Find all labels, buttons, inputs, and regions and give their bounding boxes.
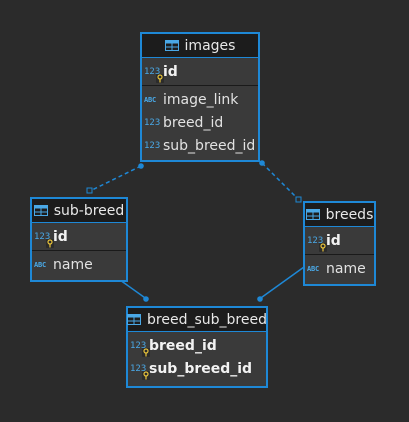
numeric-type-icon: 123 (130, 341, 150, 357)
column-name: sub_breed_id (149, 360, 253, 377)
column-name: id (53, 228, 68, 245)
column-name: id (163, 63, 178, 80)
link-images-breeds-end (295, 196, 302, 203)
link-images-breeds[interactable] (261, 162, 300, 201)
numeric-type-icon: 123 (144, 140, 161, 151)
numeric-type-icon: 123 (307, 236, 327, 252)
column-row[interactable]: 123 sub_breed_id (142, 134, 258, 157)
table-icon (305, 209, 320, 220)
column-name: sub_breed_id (163, 137, 256, 154)
numeric-type-icon: 123 (144, 67, 164, 83)
key-icon (46, 238, 54, 248)
table-icon (127, 314, 142, 325)
column-name: breed_id (163, 114, 224, 131)
key-columns: 123 id (32, 223, 126, 250)
table-icon (164, 40, 179, 51)
entity-sub-breed[interactable]: sub-breed 123 id ABC name (30, 197, 128, 282)
link-breeds-breed-sub-breed-end (257, 296, 263, 302)
entity-header[interactable]: breed_sub_breed (127, 308, 267, 332)
column-row[interactable]: 123 id (32, 225, 126, 248)
link-images-breeds-start (259, 160, 265, 166)
key-icon (156, 73, 164, 83)
numeric-type-icon: 123 (34, 232, 54, 248)
key-columns: 123 id (305, 227, 374, 254)
column-name: breed_id (149, 337, 217, 354)
column-row[interactable]: 123 sub_breed_id (128, 357, 266, 380)
attribute-columns: ABC image_link 123 breed_id 123 sub_bree… (142, 85, 258, 159)
column-row[interactable]: 123 breed_id (128, 334, 266, 357)
link-breeds-breed-sub-breed[interactable] (257, 266, 305, 301)
numeric-type-icon: 123 (144, 117, 161, 128)
key-columns: 123 id (142, 58, 258, 85)
entity-title: breed_sub_breed (147, 311, 267, 328)
entity-title: sub-breed (53, 202, 125, 219)
entity-title: breeds (325, 206, 374, 223)
column-row[interactable]: ABC image_link (142, 88, 258, 111)
text-type-icon: ABC (144, 95, 157, 104)
key-icon (142, 370, 150, 380)
entity-breeds[interactable]: breeds 123 id ABC name (303, 201, 376, 286)
entity-images[interactable]: images 123 id ABC image_link 123 breed_i… (140, 32, 260, 162)
column-name: id (326, 232, 341, 249)
column-row[interactable]: ABC name (32, 253, 126, 276)
link-sub-breed-breed-sub-breed-end (143, 296, 149, 302)
text-type-icon: ABC (307, 264, 320, 273)
column-name: name (53, 256, 93, 273)
attribute-columns: ABC name (32, 250, 126, 278)
column-row[interactable]: 123 id (305, 229, 374, 252)
entity-header[interactable]: images (142, 34, 258, 58)
column-row[interactable]: 123 id (142, 60, 258, 83)
numeric-type-icon: 123 (130, 364, 150, 380)
link-images-sub-breed-start (138, 163, 144, 169)
table-icon (33, 205, 48, 216)
attribute-columns: ABC name (305, 254, 374, 282)
key-columns: 123 breed_id 123 sub_breed_id (128, 332, 266, 388)
key-icon (319, 242, 327, 252)
entity-header[interactable]: sub-breed (32, 199, 126, 223)
entity-title: images (184, 37, 236, 54)
column-name: name (326, 260, 366, 277)
text-type-icon: ABC (34, 260, 47, 269)
key-icon (142, 347, 150, 357)
entity-header[interactable]: breeds (305, 203, 374, 227)
entity-breed-sub-breed[interactable]: breed_sub_breed 123 breed_id 123 (126, 306, 268, 388)
column-name: image_link (163, 91, 239, 108)
column-row[interactable]: ABC name (305, 257, 374, 280)
link-images-sub-breed-end (86, 187, 93, 194)
link-images-sub-breed[interactable] (89, 165, 142, 192)
link-sub-breed-breed-sub-breed[interactable] (119, 279, 149, 301)
column-row[interactable]: 123 breed_id (142, 111, 258, 134)
